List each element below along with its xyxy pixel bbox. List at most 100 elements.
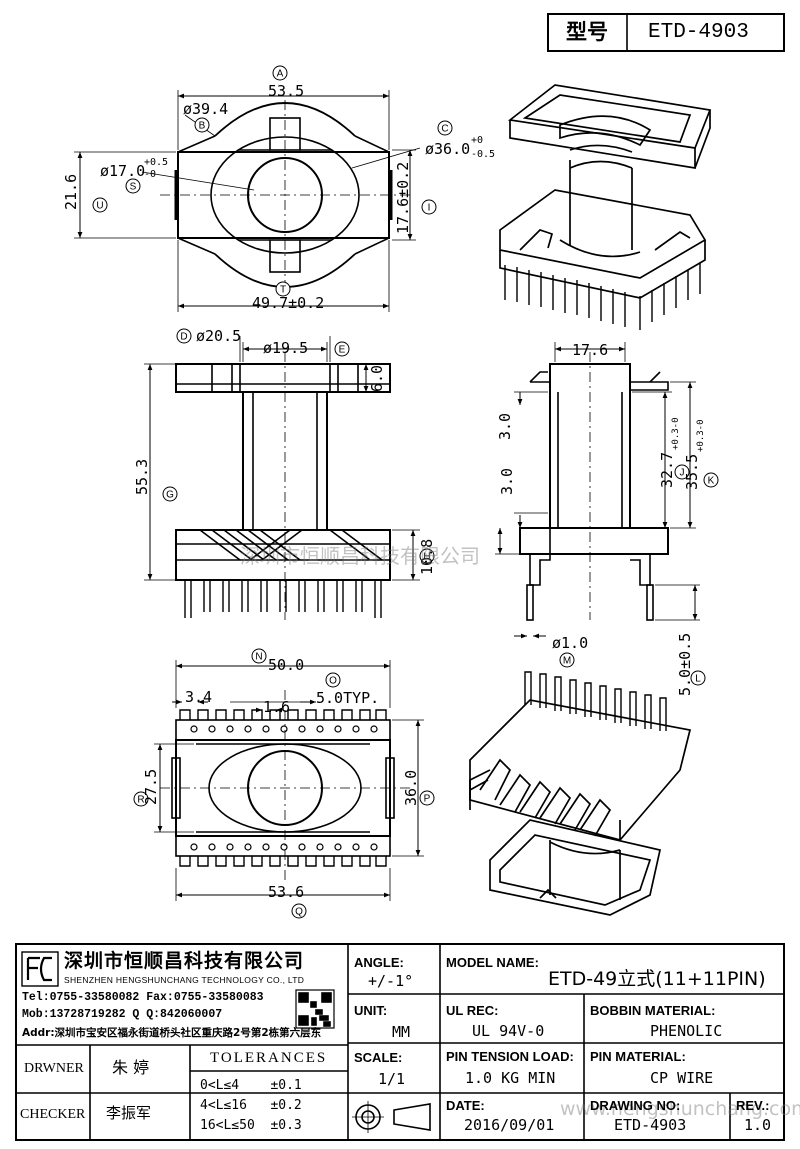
dim-three-four: 3.4 bbox=[185, 688, 213, 706]
marker-circle-j bbox=[674, 464, 690, 480]
iso-view-upper bbox=[499, 84, 712, 330]
dim-c: ø36.0 bbox=[425, 140, 471, 158]
dim-g: 55.3 bbox=[133, 458, 151, 495]
marker-letter-a: A bbox=[277, 69, 284, 80]
marker-letter-j: J bbox=[680, 468, 685, 479]
marker-letter-s: S bbox=[130, 182, 137, 193]
angle-value: +/-1° bbox=[368, 972, 414, 990]
ul-label: UL REC: bbox=[446, 1003, 499, 1018]
bobbin-label: BOBBIN MATERIAL: bbox=[590, 1003, 716, 1018]
unit-label: UNIT: bbox=[354, 1003, 388, 1018]
marker-circle-u bbox=[92, 197, 108, 213]
marker-letter-r: R bbox=[137, 795, 144, 806]
model-name-value: ETD-49立式(11+11PIN) bbox=[548, 968, 766, 990]
dim-b: ø39.4 bbox=[183, 100, 229, 118]
dim-p: 36.0 bbox=[402, 769, 420, 806]
dim-t: 49.7±0.2 bbox=[252, 294, 325, 312]
dim-q: 53.6 bbox=[268, 883, 305, 901]
company-addr: Addr:深圳市宝安区福永街道桥头社区重庆路2号第2栋第六层东 bbox=[22, 1027, 322, 1039]
marker-circle-g bbox=[162, 486, 178, 502]
marker-letter-e: E bbox=[339, 345, 346, 356]
dim-six: 6.0 bbox=[368, 364, 386, 392]
title-block bbox=[15, 943, 785, 1141]
tolerance-row-1: 0<L≤4 ±0.1 bbox=[200, 1078, 302, 1093]
marker-circle-l bbox=[690, 670, 706, 686]
ul-value: UL 94V-0 bbox=[472, 1022, 545, 1040]
company-name-cn: 深圳市恒顺昌科技有限公司 bbox=[64, 950, 305, 972]
dim-m: ø1.0 bbox=[552, 634, 589, 652]
drawner-label: DRWNER bbox=[24, 1061, 84, 1076]
dim-a: 53.5 bbox=[268, 82, 305, 100]
dim-one-six: 1.6 bbox=[263, 698, 291, 716]
dim-k: 35.5 bbox=[683, 453, 701, 490]
marker-circle-r bbox=[133, 791, 149, 807]
date-label: DATE: bbox=[446, 1098, 485, 1113]
model-label: 型号 bbox=[566, 20, 608, 44]
date-value: 2016/09/01 bbox=[464, 1116, 555, 1134]
dim-c-tol-dn: -0.5 bbox=[471, 149, 496, 160]
tolerance-row-2: 4<L≤16 ±0.2 bbox=[200, 1098, 302, 1113]
dim-s: ø17.0 bbox=[100, 162, 146, 180]
angle-label: ANGLE: bbox=[354, 955, 404, 970]
marker-letter-o: O bbox=[329, 676, 337, 687]
watermark-center: 深圳市恒顺昌科技有限公司 bbox=[240, 544, 480, 568]
dim-d: ø20.5 bbox=[196, 327, 242, 345]
bottom-view bbox=[154, 660, 424, 901]
marker-circle-q bbox=[291, 903, 307, 919]
marker-circle-p bbox=[419, 790, 435, 806]
marker-letter-g: G bbox=[166, 490, 174, 501]
model-code: ETD-4903 bbox=[648, 21, 749, 44]
marker-letter-k: K bbox=[708, 476, 715, 487]
dim-n: 50.0 bbox=[268, 656, 305, 674]
drawing-no-value: ETD-4903 bbox=[614, 1116, 687, 1134]
marker-letter-t: T bbox=[280, 285, 286, 296]
marker-letter-q: Q bbox=[295, 907, 303, 918]
dim-r: 27.5 bbox=[142, 768, 160, 805]
scale-label: SCALE: bbox=[354, 1050, 403, 1065]
bobbin-value: PHENOLIC bbox=[650, 1022, 723, 1040]
marker-letter-m: M bbox=[563, 656, 571, 667]
dim-o: 5.0TYP. bbox=[316, 689, 380, 707]
company-name-en: SHENZHEN HENGSHUNCHANG TECHNOLOGY CO., L… bbox=[64, 975, 305, 985]
dim-three-b: 3.0 bbox=[498, 467, 516, 495]
side-view bbox=[495, 342, 700, 639]
rev-value: 1.0 bbox=[744, 1116, 772, 1134]
marker-circle-o bbox=[325, 672, 341, 688]
checker-value: 李振军 bbox=[106, 1104, 152, 1122]
marker-circle-d bbox=[176, 328, 192, 344]
watermark-bottom: www.hengshunchang.com bbox=[560, 1098, 800, 1120]
dim-u: 21.6 bbox=[62, 173, 80, 210]
pin-tension-label: PIN TENSION LOAD: bbox=[446, 1049, 574, 1064]
dim-l: 5.0±0.5 bbox=[676, 632, 694, 696]
top-view bbox=[74, 90, 421, 312]
header-box bbox=[547, 13, 785, 52]
pin-material-label: PIN MATERIAL: bbox=[590, 1049, 686, 1064]
company-tel: Tel:0755-33580082 Fax:0755-33580083 bbox=[22, 991, 264, 1004]
marker-letter-i: I bbox=[428, 203, 431, 214]
dim-i: 17.6±0.2 bbox=[394, 161, 412, 234]
marker-circle-i bbox=[421, 199, 437, 215]
rev-label: REV.: bbox=[736, 1098, 770, 1113]
dim-j: 32.7 bbox=[658, 451, 676, 488]
marker-letter-c: C bbox=[441, 124, 448, 135]
marker-circle-k bbox=[703, 472, 719, 488]
model-name-label: MODEL NAME: bbox=[446, 955, 539, 970]
marker-circle-n bbox=[251, 648, 267, 664]
unit-value: MM bbox=[392, 1023, 411, 1041]
scale-value: 1/1 bbox=[378, 1070, 406, 1088]
tolerance-row-3: 16<L≤50 ±0.3 bbox=[200, 1118, 302, 1133]
marker-circle-s bbox=[125, 178, 141, 194]
dim-w17: 17.6 bbox=[572, 341, 609, 359]
marker-circle-c bbox=[437, 120, 453, 136]
marker-letter-h: H bbox=[423, 552, 430, 563]
iso-view-lower bbox=[469, 671, 692, 916]
marker-circle-h bbox=[419, 548, 435, 564]
checker-label: CHECKER bbox=[20, 1107, 86, 1122]
drawing-no-label: DRAWING NO: bbox=[590, 1098, 681, 1113]
pin-material-value: CP WIRE bbox=[650, 1069, 714, 1087]
marker-circle-t bbox=[275, 281, 291, 297]
marker-circle-e bbox=[334, 341, 350, 357]
dim-s-tol-up: +0.5 bbox=[144, 157, 169, 168]
